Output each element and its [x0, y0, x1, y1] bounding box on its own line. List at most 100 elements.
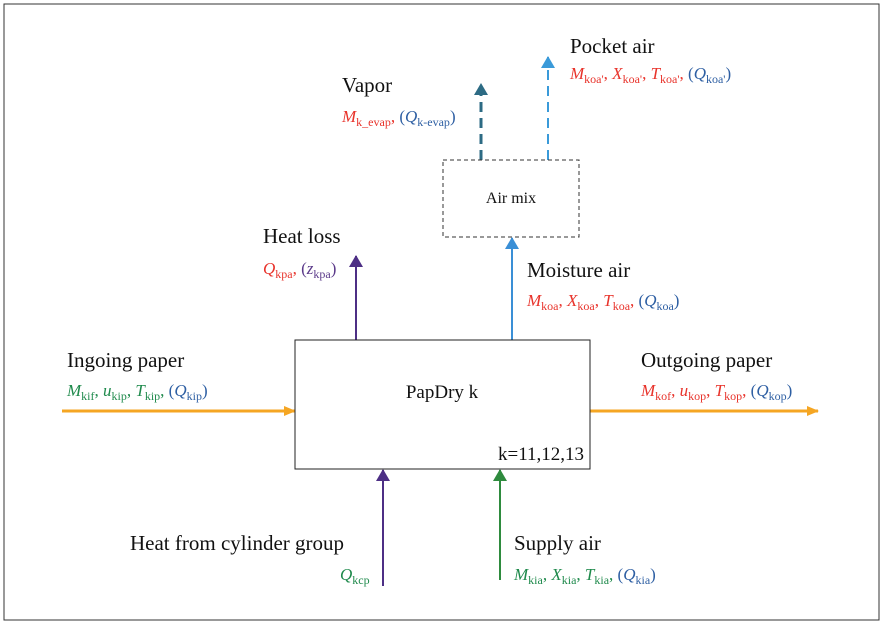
var-subscript: kip: [187, 389, 202, 403]
var-separator: ,: [671, 381, 680, 400]
var-symbol: X: [611, 64, 623, 83]
var-paren-open: (: [399, 107, 405, 126]
var-symbol: Q: [340, 565, 352, 584]
var-subscript: kcp: [352, 573, 369, 587]
var-subscript: koa': [623, 72, 643, 86]
var-subscript: koa': [706, 72, 726, 86]
pocket-air-vars: Mkoa', Xkoa', Tkoa', (Qkoa'): [569, 64, 731, 86]
var-separator: ,: [604, 64, 613, 83]
var-subscript: kof: [655, 389, 671, 403]
var-subscript: kia: [562, 573, 577, 587]
var-symbol: Q: [174, 381, 186, 400]
var-subscript: k_evap: [356, 115, 391, 129]
var-symbol: M: [341, 107, 357, 126]
var-symbol: Q: [694, 64, 706, 83]
ingoing-paper-title: Ingoing paper: [67, 348, 184, 372]
var-symbol: u: [680, 381, 689, 400]
diagram-frame: [3, 3, 880, 621]
var-subscript: kia: [594, 573, 609, 587]
var-separator: ): [331, 259, 337, 278]
var-symbol: Q: [623, 565, 635, 584]
vapor-title: Vapor: [342, 73, 392, 97]
papdry-label: PapDry k: [406, 382, 479, 403]
outgoing-paper-vars: Mkof, ukop, Tkop, (Qkop): [640, 381, 792, 403]
var-subscript: koa: [656, 299, 674, 313]
var-subscript: kip: [112, 389, 127, 403]
var-subscript: koa: [577, 299, 595, 313]
var-separator: ,: [95, 381, 104, 400]
var-symbol: M: [66, 381, 82, 400]
var-symbol: M: [569, 64, 585, 83]
cylinder-heat-title: Heat from cylinder group: [130, 531, 344, 555]
var-subscript: koa: [541, 299, 559, 313]
papdry-block: [294, 339, 591, 470]
pocket-air-title: Pocket air: [570, 34, 655, 58]
var-paren-open: (: [751, 381, 757, 400]
var-separator: ,: [391, 107, 400, 126]
var-subscript: kip: [145, 389, 160, 403]
var-symbol: T: [715, 381, 726, 400]
var-separator: ,: [680, 64, 689, 83]
var-paren-open: (: [618, 565, 624, 584]
var-paren-open: (: [169, 381, 175, 400]
var-separator: ,: [642, 64, 651, 83]
cylinder-heat-vars: Qkcp: [340, 565, 370, 587]
vapor-vars: Mk_evap, (Qk-evap): [341, 107, 456, 129]
var-separator: ,: [742, 381, 751, 400]
var-subscript: kpa: [313, 267, 331, 281]
var-separator: ): [450, 107, 456, 126]
var-subscript: kop: [769, 389, 787, 403]
var-symbol: M: [526, 291, 542, 310]
var-symbol: T: [135, 381, 146, 400]
var-separator: ,: [293, 259, 302, 278]
var-subscript: kia: [528, 573, 543, 587]
var-subscript: kpa: [275, 267, 293, 281]
var-subscript: koa: [613, 299, 631, 313]
var-paren-open: (: [639, 291, 645, 310]
var-separator: ): [674, 291, 680, 310]
var-separator: ,: [595, 291, 604, 310]
var-subscript: kia: [636, 573, 651, 587]
var-separator: ,: [559, 291, 568, 310]
supply-air-title: Supply air: [514, 531, 601, 555]
var-symbol: u: [103, 381, 112, 400]
var-symbol: Q: [263, 259, 275, 278]
supply-air-vars: Mkia, Xkia, Tkia, (Qkia): [513, 565, 656, 587]
var-paren-open: (: [301, 259, 307, 278]
var-symbol: X: [550, 565, 562, 584]
air-mix-label: Air mix: [486, 190, 536, 207]
var-symbol: X: [566, 291, 578, 310]
moisture-air-title: Moisture air: [527, 258, 630, 282]
var-separator: ,: [127, 381, 136, 400]
var-symbol: T: [585, 565, 596, 584]
var-subscript: koa': [584, 72, 604, 86]
ingoing-paper-vars: Mkif, ukip, Tkip, (Qkip): [66, 381, 208, 403]
var-subscript: kif: [81, 389, 94, 403]
var-symbol: T: [651, 64, 662, 83]
var-separator: ,: [160, 381, 169, 400]
var-subscript: k-evap: [417, 115, 450, 129]
var-symbol: Q: [405, 107, 417, 126]
var-subscript: kop: [688, 389, 706, 403]
var-subscript: kop: [724, 389, 742, 403]
papdry-range: k=11,12,13: [498, 444, 584, 465]
heat-loss-title: Heat loss: [263, 224, 341, 248]
var-separator: ,: [706, 381, 715, 400]
var-separator: ,: [609, 565, 618, 584]
var-separator: ,: [543, 565, 552, 584]
outgoing-paper-title: Outgoing paper: [641, 348, 772, 372]
var-symbol: Q: [644, 291, 656, 310]
var-symbol: M: [513, 565, 529, 584]
heat-loss-vars: Qkpa, (zkpa): [263, 259, 336, 281]
var-separator: ,: [630, 291, 639, 310]
var-separator: ): [650, 565, 656, 584]
var-separator: ): [202, 381, 208, 400]
var-subscript: koa': [660, 72, 680, 86]
var-separator: ): [787, 381, 793, 400]
var-symbol: T: [603, 291, 614, 310]
var-symbol: Q: [756, 381, 768, 400]
moisture-air-vars: Mkoa, Xkoa, Tkoa, (Qkoa): [526, 291, 679, 313]
var-symbol: M: [640, 381, 656, 400]
var-paren-open: (: [688, 64, 694, 83]
